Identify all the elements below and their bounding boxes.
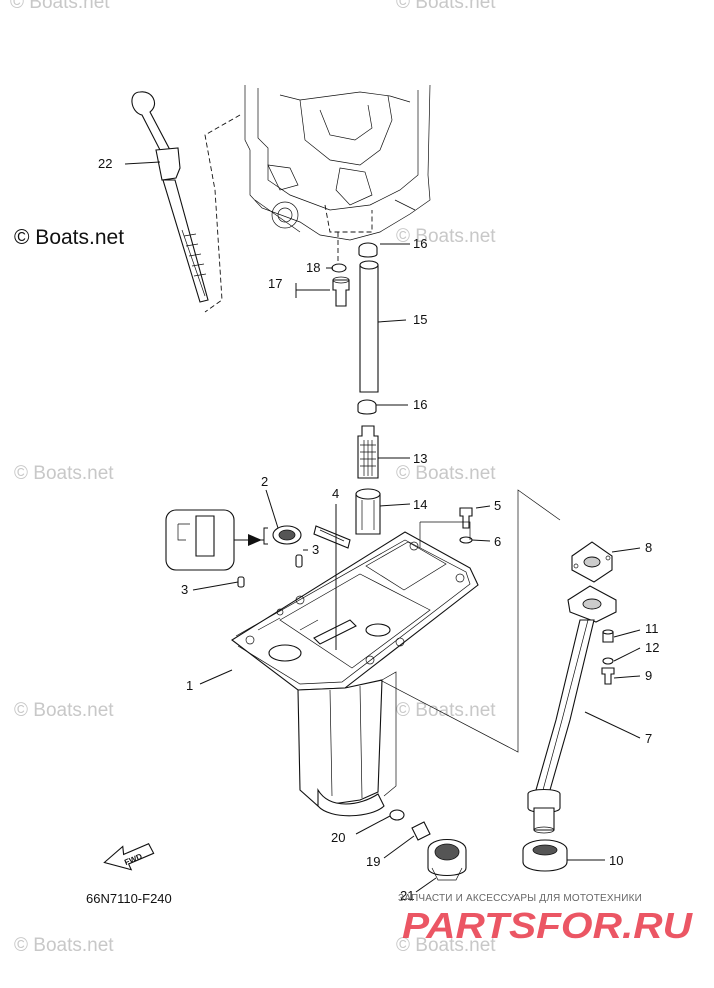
watermark-left-3: © Boats.net: [14, 700, 114, 721]
callout-9: 9: [645, 668, 652, 683]
callout-7: 7: [645, 731, 652, 746]
watermark-right-4: © Boats.net: [396, 935, 496, 956]
callout-16-top: 16: [413, 236, 427, 251]
watermark-right-1: © Boats.net: [396, 226, 496, 247]
watermark-right-3: © Boats.net: [396, 700, 496, 721]
callout-17: 17: [268, 276, 282, 291]
bolt-part-5: [459, 507, 473, 544]
dipstick-part-22: [131, 91, 209, 303]
engine-block-outline: [204, 84, 431, 313]
callout-1: 1: [186, 678, 193, 693]
fasteners-part-9-11-12: [601, 629, 615, 685]
leader-lines: [124, 161, 641, 893]
callout-15: 15: [413, 312, 427, 327]
callout-11: 11: [645, 621, 659, 636]
watermark-left-4: © Boats.net: [14, 935, 114, 956]
gasket-part-8: [571, 541, 613, 583]
watermark-left-2: © Boats.net: [14, 463, 114, 484]
watermark-left-dark: © Boats.net: [14, 226, 125, 249]
fitting-part-17: [331, 263, 350, 307]
guide-lines: [379, 489, 561, 753]
brand-tagline: ЗАПЧАСТИ И АКСЕССУАРЫ ДЛЯ МОТОТЕХНИКИ: [398, 893, 643, 904]
pins-part-3: [237, 554, 303, 588]
callout-3-left: 3: [181, 582, 188, 597]
exhaust-guide-part-1: [231, 531, 479, 817]
diagram-code: 66N7110-F240: [86, 891, 172, 906]
watermark-top-left: © Boats.net: [10, 0, 110, 13]
seal-part-2: [272, 525, 302, 545]
callout-3-right: 3: [312, 542, 319, 557]
callout-8: 8: [645, 540, 652, 555]
grommet-part-10: [522, 839, 568, 872]
callout-20: 20: [331, 830, 345, 845]
callout-12: 12: [645, 640, 659, 655]
water-tube-part-15: [357, 242, 379, 415]
watermark-top-right: © Boats.net: [396, 0, 496, 13]
drain-parts-19-20-21: [389, 809, 467, 881]
callout-22: 22: [98, 156, 112, 171]
brand-logo: PARTSFOR.RU: [402, 905, 693, 946]
callout-4: 4: [332, 486, 339, 501]
brand-name: PARTSFOR.RU: [402, 905, 693, 946]
callout-10: 10: [609, 853, 623, 868]
water-strainer-part-13: [355, 425, 381, 535]
exhaust-pipe-part-7: [527, 585, 617, 834]
watermark-right-2: © Boats.net: [396, 463, 496, 484]
callout-13: 13: [413, 451, 427, 466]
callout-numbers: 22 18 17 16 15 16 13 14 4 2 3 3 5 6 8 11…: [98, 156, 659, 903]
callout-16-bottom: 16: [413, 397, 427, 412]
fwd-arrow-icon: FWD: [103, 843, 155, 871]
callout-19: 19: [366, 854, 380, 869]
callout-5: 5: [494, 498, 501, 513]
gasket-part-4: [313, 525, 351, 549]
callout-18: 18: [306, 260, 320, 275]
detail-inset: [165, 509, 268, 571]
callout-21: 21: [400, 888, 414, 903]
callout-14: 14: [413, 497, 427, 512]
callout-2: 2: [261, 474, 268, 489]
callout-6: 6: [494, 534, 501, 549]
